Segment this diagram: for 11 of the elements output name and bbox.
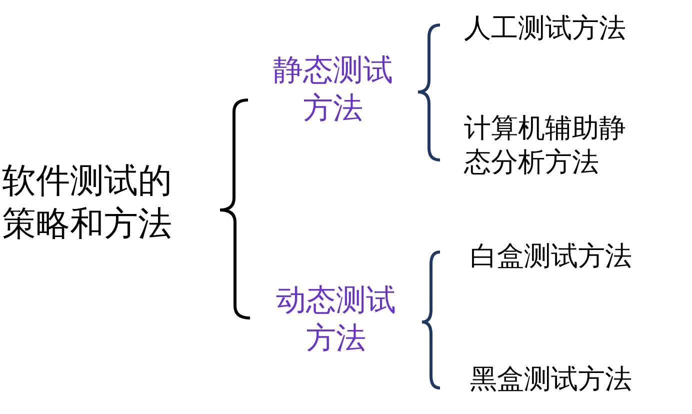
brace [422,250,440,324]
brace [418,90,440,162]
branch-text: 计算机辅助静态分析方法 [440,112,640,180]
branch-text: 人工测试方法 [440,12,680,46]
branch-text: 动态测试方法 [250,282,422,357]
brace [418,24,440,94]
brace [422,320,440,390]
branch-text: 白盒测试方法 [440,240,690,274]
branch-text: 黑盒测试方法 [440,363,690,397]
branch-text: 静态测试方法 [248,52,418,127]
topic-text: 软件测试的策略和方法 [2,160,220,245]
